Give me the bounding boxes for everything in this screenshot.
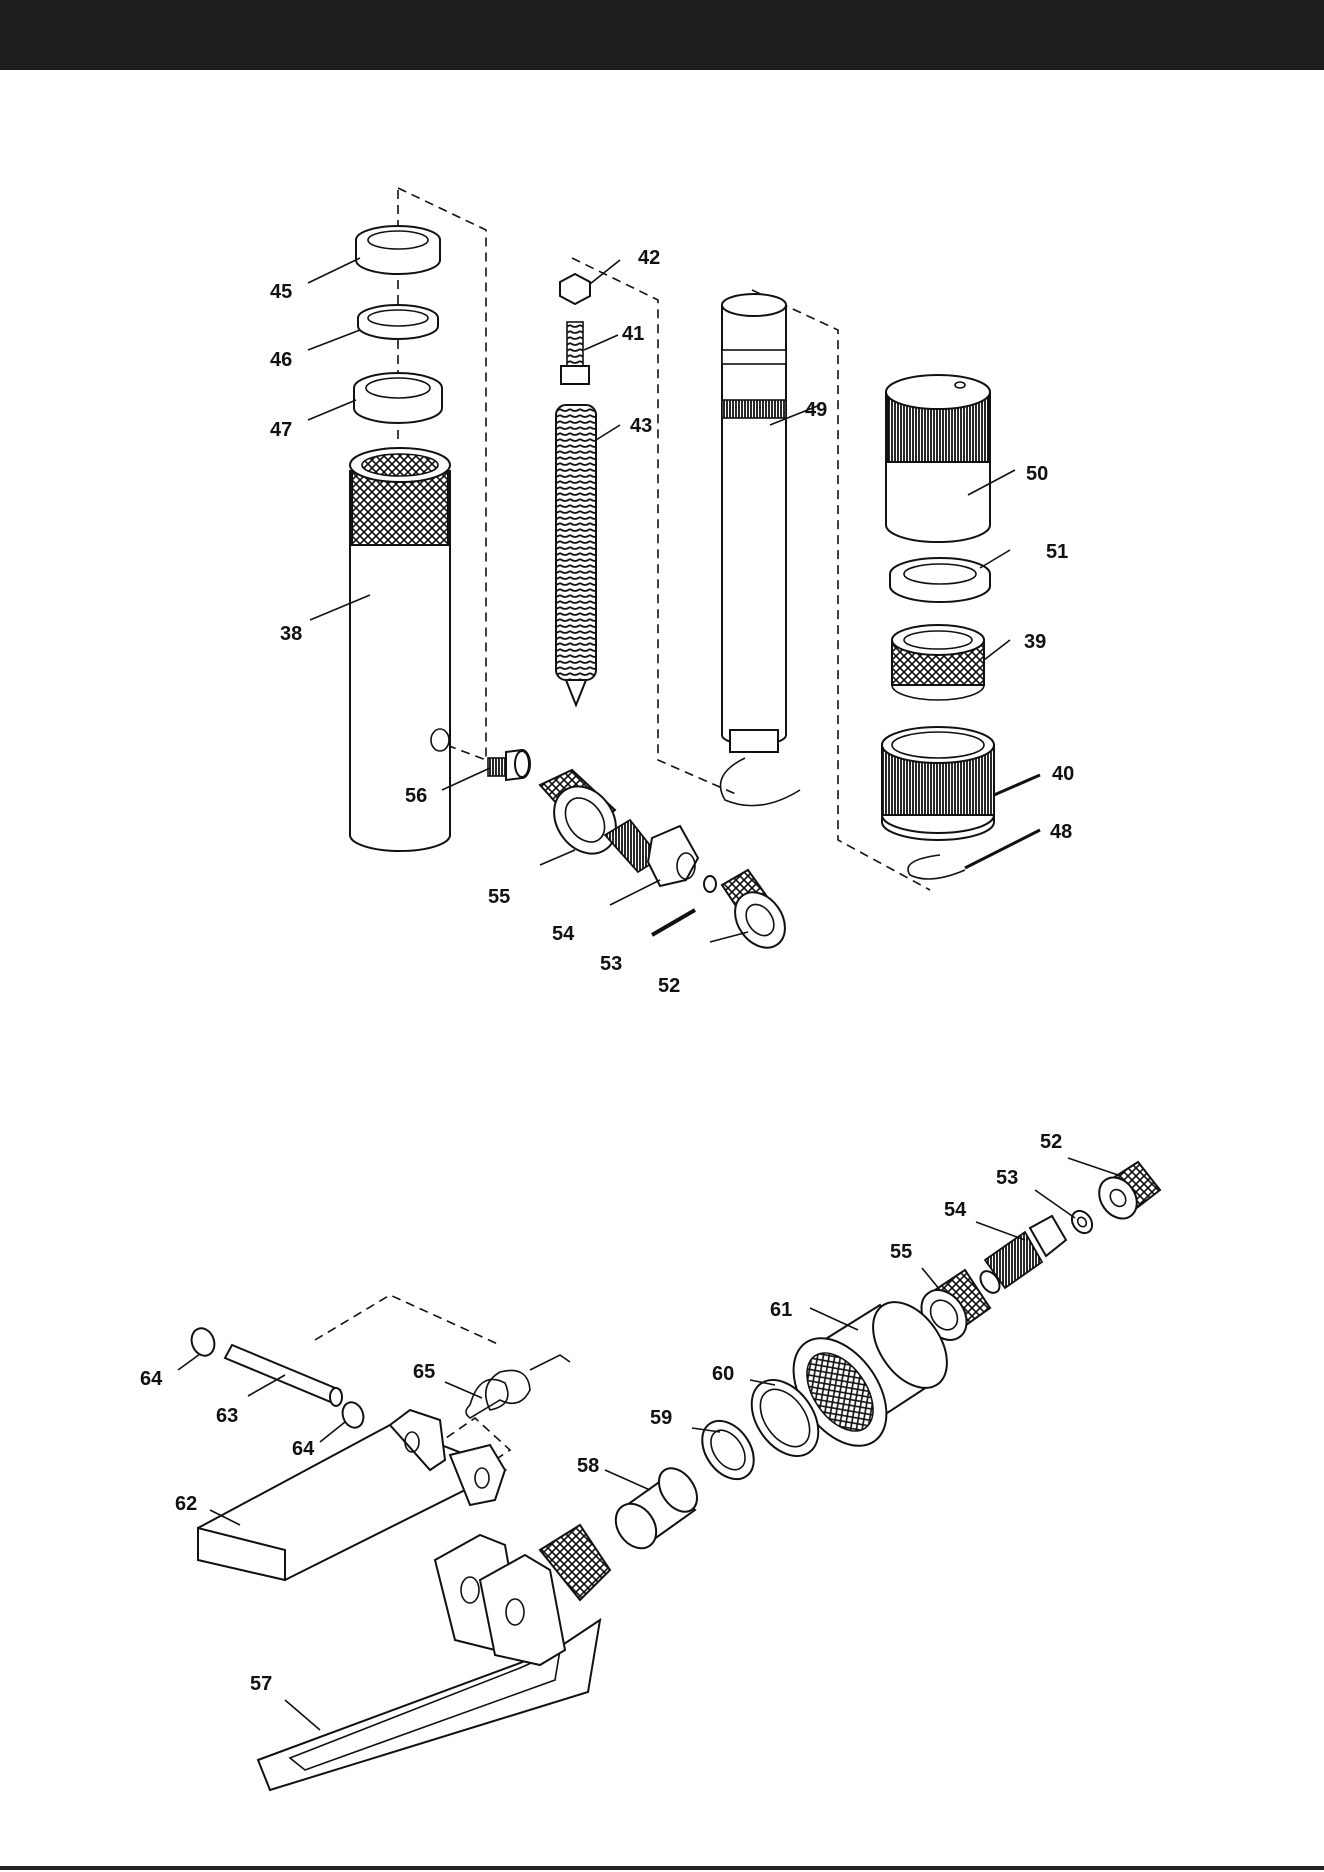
part-50-cap [886,375,990,542]
label-64-right: 64 [292,1438,315,1460]
part-46-ring [358,305,438,339]
part-54-fitting [605,820,698,886]
label-64-left: 64 [140,1368,163,1390]
part-54-fitting-b [977,1216,1066,1296]
label-53-b: 53 [996,1167,1018,1189]
part-64-clip-left [188,1325,218,1359]
label-54-b: 54 [944,1199,967,1221]
part-43-spring [556,405,596,705]
part-40-ring [882,727,994,840]
part-55-nut [540,770,629,866]
label-52: 52 [658,975,680,997]
label-45: 45 [270,281,292,303]
label-55: 55 [488,886,510,908]
label-63: 63 [216,1405,238,1427]
part-45-ring [356,226,440,274]
bottom-assembly: 52 53 54 55 61 60 59 58 65 64 63 64 62 5… [140,1131,1160,1790]
label-48: 48 [1050,821,1072,843]
label-61: 61 [770,1299,792,1321]
part-64-clip-right [339,1399,367,1430]
label-62: 62 [175,1493,197,1515]
part-58-sleeve [607,1461,704,1556]
label-38: 38 [280,623,302,645]
label-46: 46 [270,349,292,371]
part-53-washer-b [1068,1207,1097,1237]
part-39-ring [892,625,984,700]
top-assembly: 45 46 47 38 56 55 54 53 52 42 41 43 49 5… [270,188,1074,997]
part-49-ram [721,294,801,806]
part-52-cap-b [1091,1162,1160,1226]
part-52-cap [722,870,795,957]
label-60: 60 [712,1363,734,1385]
label-65: 65 [413,1361,435,1383]
part-65-spring [466,1355,570,1418]
label-56: 56 [405,785,427,807]
label-50: 50 [1026,463,1048,485]
part-42-nut [560,274,590,304]
label-52-b: 52 [1040,1131,1062,1153]
label-41: 41 [622,323,644,345]
label-42: 42 [638,247,660,269]
part-48-clip [908,855,965,879]
label-40: 40 [1052,763,1074,785]
part-51-ring [890,558,990,602]
part-59-ring [692,1411,765,1489]
label-39: 39 [1024,631,1046,653]
part-38-cylinder [350,448,450,851]
label-58: 58 [577,1455,599,1477]
part-41-screw [561,322,589,384]
label-49: 49 [805,399,827,421]
label-54: 54 [552,923,575,945]
part-47-ring [354,373,442,423]
label-43: 43 [630,415,652,437]
label-47: 47 [270,419,292,441]
label-59: 59 [650,1407,672,1429]
label-51: 51 [1046,541,1068,563]
leader-lines-bottom [178,1158,1118,1730]
label-55-b: 55 [890,1241,912,1263]
label-57: 57 [250,1673,272,1695]
part-56-valve [488,750,530,780]
footer-line [0,1866,1324,1870]
label-53: 53 [600,953,622,975]
